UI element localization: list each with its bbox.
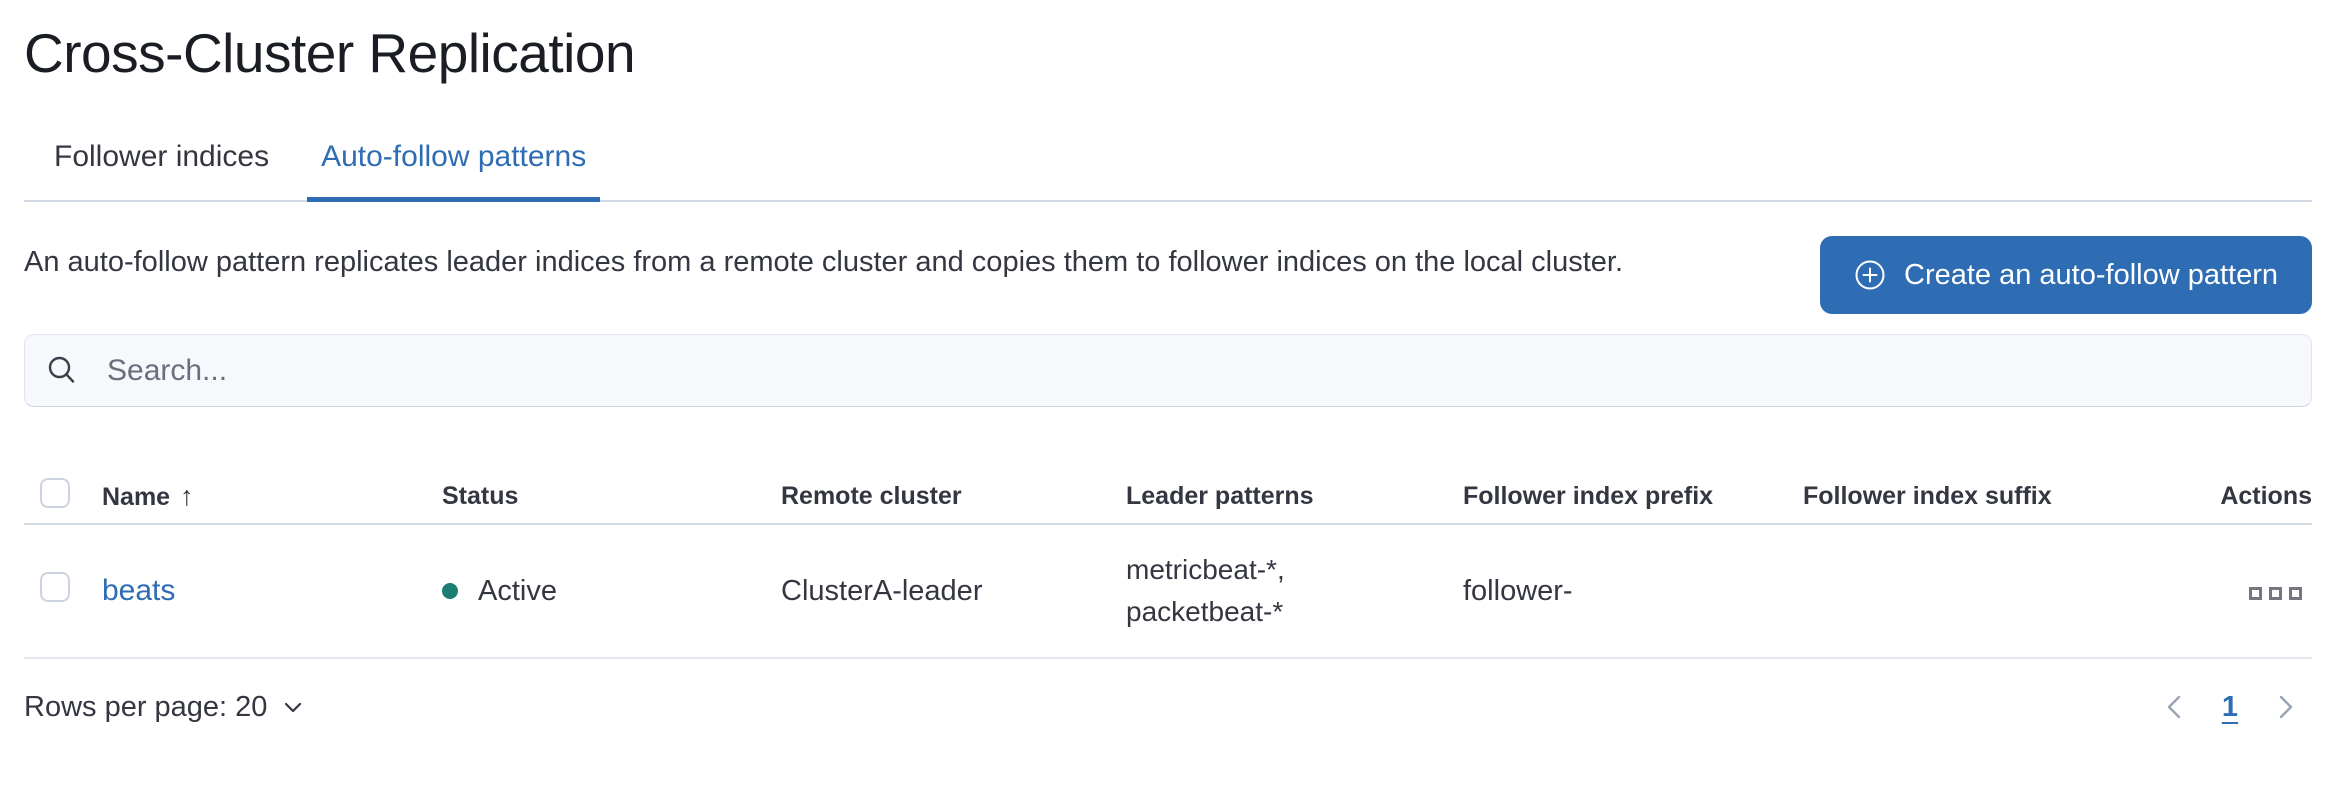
status-label: Active	[478, 574, 557, 607]
remote-cluster-value: ClusterA-leader	[781, 574, 983, 607]
tab-follower-indices[interactable]: Follower indices	[54, 140, 270, 173]
status-active-dot-icon	[442, 583, 458, 599]
create-button-label: Create an auto-follow pattern	[1904, 258, 2278, 291]
tab-bar: Follower indices Auto-follow patterns	[24, 130, 2312, 202]
page-number-1[interactable]: 1	[2221, 690, 2238, 723]
rows-per-page-selector[interactable]: Rows per page: 20	[24, 691, 305, 724]
row-checkbox[interactable]	[40, 572, 70, 602]
page-title: Cross-Cluster Replication	[24, 22, 636, 84]
header-row: An auto-follow pattern replicates leader…	[24, 234, 2312, 314]
select-all-checkbox[interactable]	[40, 477, 70, 508]
column-header-name[interactable]: Name↑	[102, 480, 194, 511]
pattern-name-link[interactable]: beats	[102, 574, 176, 607]
column-header-remote-cluster: Remote cluster	[781, 481, 962, 510]
search-icon	[45, 354, 79, 388]
search-input[interactable]	[107, 353, 2291, 388]
rows-per-page-label: Rows per page: 20	[24, 690, 268, 723]
table-header-row: Name↑ Status Remote cluster Leader patte…	[24, 469, 2312, 525]
column-header-follower-index-prefix: Follower index prefix	[1463, 481, 1714, 510]
column-header-status: Status	[442, 481, 519, 510]
tab-auto-follow-patterns[interactable]: Auto-follow patterns	[307, 130, 601, 202]
column-header-actions: Actions	[2220, 481, 2312, 510]
follower-index-prefix-value: follower-	[1463, 574, 1573, 607]
plus-in-circle-icon	[1854, 259, 1886, 291]
next-page-chevron-right-icon[interactable]	[2270, 692, 2300, 722]
pagination: 1	[2160, 691, 2312, 724]
auto-follow-patterns-table: Name↑ Status Remote cluster Leader patte…	[24, 469, 2312, 659]
row-actions-boxes-horizontal-icon[interactable]	[2249, 586, 2302, 600]
leader-patterns-value: metricbeat-*, packetbeat-*	[1126, 554, 1285, 627]
cross-cluster-replication-page: Cross-Cluster Replication Follower indic…	[24, 22, 2312, 739]
sort-ascending-icon: ↑	[180, 480, 194, 511]
search-bar[interactable]	[24, 334, 2312, 407]
table-footer: Rows per page: 20 1	[24, 675, 2312, 739]
column-header-follower-index-suffix: Follower index suffix	[1803, 481, 2052, 510]
table-row: beats Active ClusterA-leader metricbeat-…	[24, 525, 2312, 659]
column-header-leader-patterns: Leader patterns	[1126, 481, 1314, 510]
chevron-down-icon	[281, 695, 305, 719]
page-description: An auto-follow pattern replicates leader…	[24, 246, 1624, 278]
previous-page-chevron-left-icon[interactable]	[2160, 692, 2190, 722]
create-auto-follow-pattern-button[interactable]: Create an auto-follow pattern	[1820, 236, 2312, 314]
